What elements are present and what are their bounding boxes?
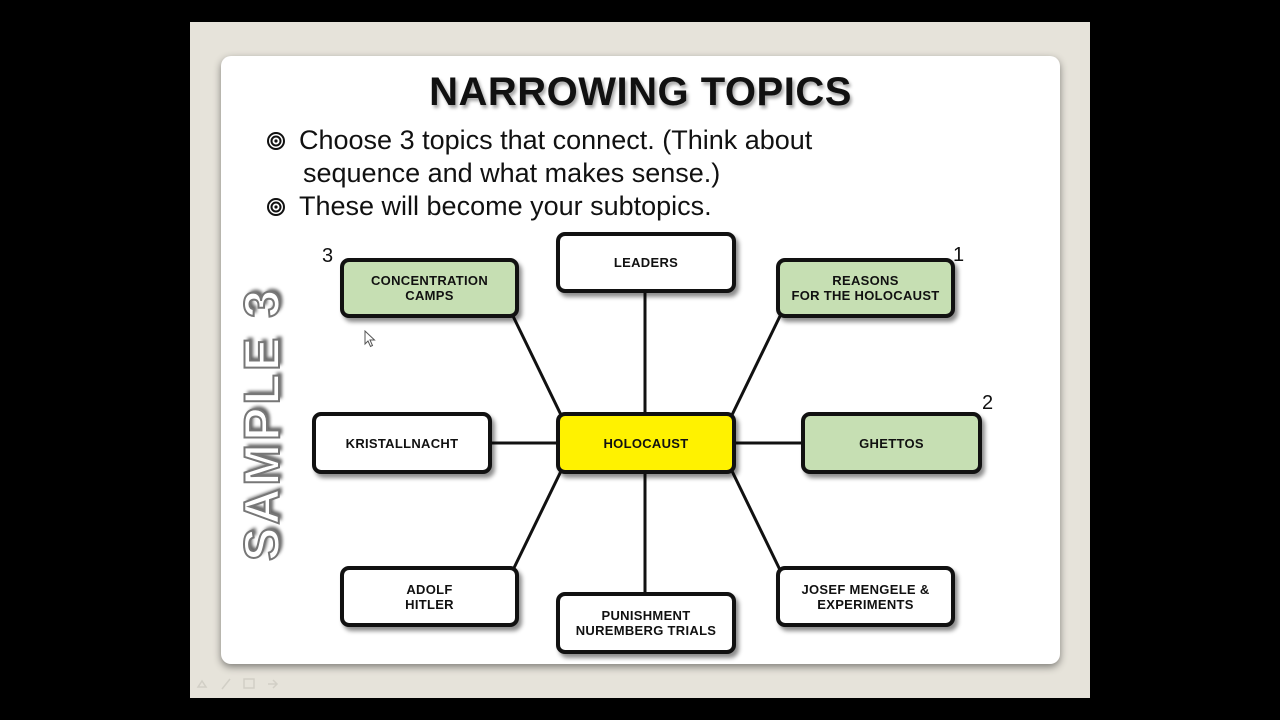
bullet-2: These will become your subtopics. <box>299 191 712 221</box>
connector-concentration-camps <box>510 313 564 418</box>
node-concentration-camps: CONCENTRATION CAMPS <box>340 258 519 318</box>
slide-title: NARROWING TOPICS <box>429 70 852 114</box>
node-adolf-hitler: ADOLF HITLER <box>340 566 519 627</box>
node-josef-mengele-experiments: JOSEF MENGELE & EXPERIMENTS <box>776 566 955 627</box>
mouse-pointer-icon <box>364 330 376 348</box>
connector-adolf-hitler <box>510 468 564 573</box>
number-label-3: 3 <box>322 245 334 267</box>
number-label-1: 1 <box>953 244 965 266</box>
slideshow-toolbar[interactable] <box>196 676 286 692</box>
connector-mengele <box>729 468 783 573</box>
node-punishment-nuremberg-trials: PUNISHMENT NUREMBERG TRIALS <box>556 592 736 654</box>
previous-icon <box>196 679 208 688</box>
pen-icon <box>221 678 231 690</box>
node-holocaust-center: HOLOCAUST <box>556 412 736 474</box>
next-icon <box>268 679 279 689</box>
bullet-1-line-2: sequence and what makes sense.) <box>303 158 721 188</box>
node-ghettos: GHETTOS <box>801 412 982 474</box>
number-label-2: 2 <box>982 392 994 414</box>
slide-card <box>221 56 1060 664</box>
node-kristallnacht: KRISTALLNACHT <box>312 412 492 474</box>
node-leaders: LEADERS <box>556 232 736 293</box>
menu-icon <box>243 678 255 689</box>
target-bullet-icon <box>267 198 285 216</box>
bullet-1-line-1: Choose 3 topics that connect. (Think abo… <box>299 125 813 155</box>
target-bullet-icon <box>267 132 285 150</box>
node-reasons-for-the-holocaust: REASONS FOR THE HOLOCAUST <box>776 258 955 318</box>
connector-reasons <box>729 313 783 418</box>
